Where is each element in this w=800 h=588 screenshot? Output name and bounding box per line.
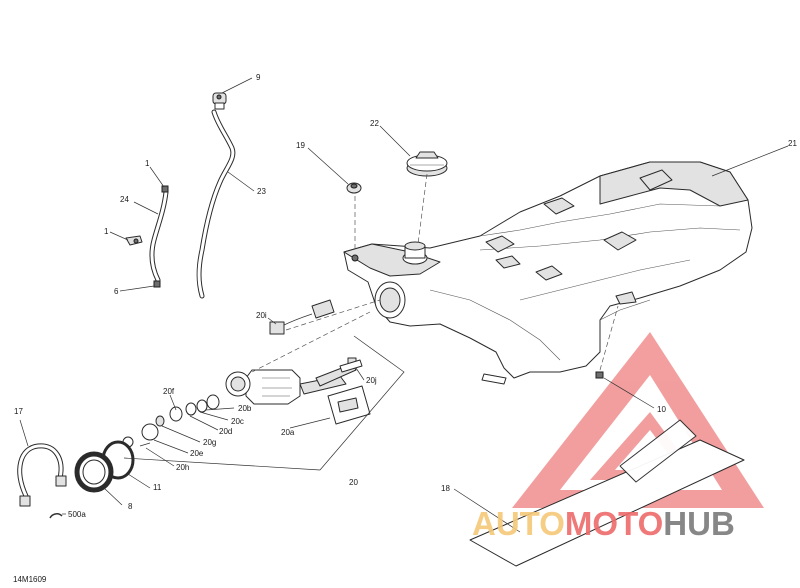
dash-20i bbox=[285, 299, 381, 331]
callout-20d: 20d bbox=[219, 427, 232, 436]
valve-9 bbox=[212, 92, 227, 110]
grommet-19 bbox=[346, 182, 362, 194]
watermark-logo bbox=[512, 332, 764, 508]
hose-17 bbox=[17, 443, 67, 507]
callout-8: 8 bbox=[128, 502, 133, 511]
callout-6: 6 bbox=[114, 287, 119, 296]
callout-21: 21 bbox=[788, 139, 797, 148]
sender-20j bbox=[339, 359, 363, 373]
callout-22: 22 bbox=[370, 119, 379, 128]
bracket-10 bbox=[595, 371, 604, 379]
callout-11: 11 bbox=[153, 483, 162, 492]
callout-20e: 20e bbox=[190, 449, 204, 458]
clip-1 bbox=[125, 235, 143, 246]
callout-500a: 500a bbox=[68, 510, 86, 519]
pad-small bbox=[481, 373, 507, 385]
breather-hose-24 bbox=[149, 185, 169, 288]
watermark-text: AUTOMOTOHUB bbox=[472, 505, 735, 542]
lock-ring-8 bbox=[74, 451, 114, 493]
watermark-part1: AUTO bbox=[472, 505, 565, 542]
callout-20b: 20b bbox=[238, 404, 252, 413]
callout-23: 23 bbox=[257, 187, 266, 196]
callout-1b: 1 bbox=[104, 227, 109, 236]
callout-10: 10 bbox=[657, 405, 666, 414]
callout-1a: 1 bbox=[145, 159, 150, 168]
callout-20g: 20g bbox=[203, 438, 216, 447]
callout-9: 9 bbox=[256, 73, 261, 82]
fuel-cap-22 bbox=[406, 151, 448, 177]
dash-22 bbox=[417, 173, 428, 245]
callout-18: 18 bbox=[441, 484, 450, 493]
detail-box-20a bbox=[327, 385, 371, 425]
diagram-code: 14M1609 bbox=[13, 575, 47, 584]
callout-17: 17 bbox=[14, 407, 23, 416]
callout-20a: 20a bbox=[281, 428, 295, 437]
watermark-part2: MOTO bbox=[565, 505, 663, 542]
callout-20f: 20f bbox=[163, 387, 175, 396]
watermark-part3: HUB bbox=[663, 505, 735, 542]
callout-24: 24 bbox=[120, 195, 129, 204]
dash-10 bbox=[599, 305, 619, 371]
wire-connector-20i bbox=[269, 299, 335, 335]
clip-500a bbox=[49, 513, 63, 519]
clip-1-top bbox=[161, 185, 169, 193]
pads-18 bbox=[469, 419, 745, 567]
callout-20c: 20c bbox=[231, 417, 244, 426]
callout-20h: 20h bbox=[176, 463, 189, 472]
callout-20i: 20i bbox=[256, 311, 267, 320]
clamp-6 bbox=[153, 280, 161, 288]
bracket-20 bbox=[123, 335, 405, 471]
callout-20: 20 bbox=[349, 478, 358, 487]
fuel-tank-21 bbox=[343, 161, 753, 379]
dash-20 bbox=[251, 311, 371, 373]
vent-hose-23 bbox=[196, 109, 236, 299]
callout-19: 19 bbox=[296, 141, 305, 150]
callout-20j: 20j bbox=[366, 376, 377, 385]
